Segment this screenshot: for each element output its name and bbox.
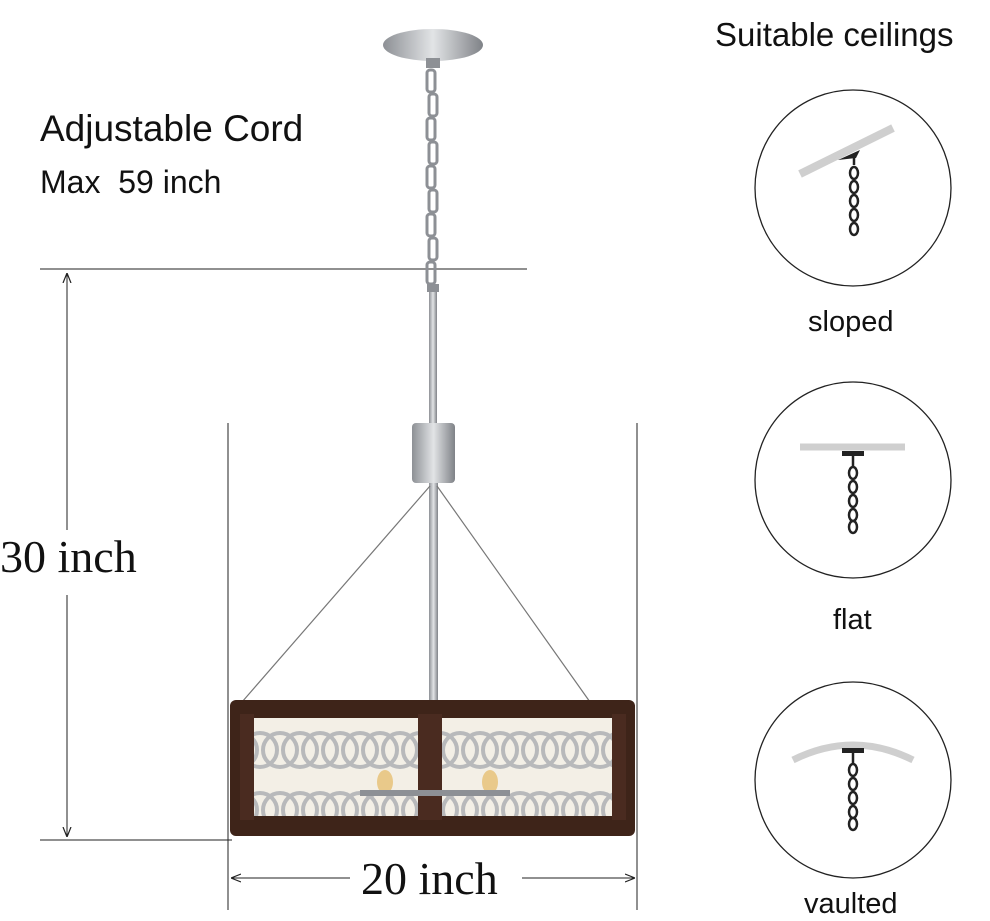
- width-dimension: 20 inch: [361, 853, 498, 904]
- sloped-ceiling-icon: [754, 89, 952, 287]
- dimension-lines: [40, 268, 638, 910]
- flat-ceiling-icon: [754, 381, 952, 579]
- height-dimension: 30 inch: [0, 530, 137, 583]
- cord-title: Adjustable Cord: [40, 108, 304, 149]
- vaulted-ceiling-icon: [754, 681, 952, 879]
- ceiling-label-vaulted: vaulted: [804, 888, 898, 920]
- ceiling-label-flat: flat: [833, 604, 872, 636]
- ceilings-title: Suitable ceilings: [715, 16, 954, 53]
- cord-max-length: Max 59 inch: [40, 164, 222, 200]
- chandelier-image: [230, 29, 635, 836]
- ceiling-label-sloped: sloped: [808, 306, 894, 338]
